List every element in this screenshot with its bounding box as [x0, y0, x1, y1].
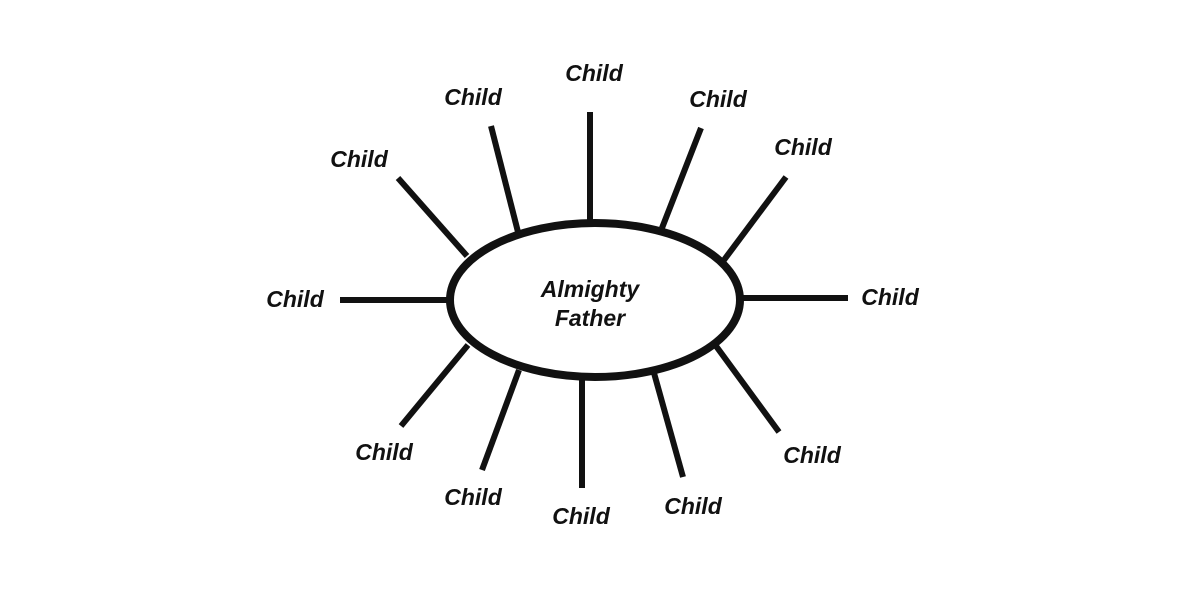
- child-label: Child: [783, 442, 841, 468]
- child-label: Child: [355, 439, 413, 465]
- center-label-line2: Father: [555, 305, 626, 331]
- spoke-bottom-right-inner: [651, 372, 686, 478]
- child-label: Child: [774, 134, 832, 160]
- child-label: Child: [552, 503, 610, 529]
- spoke-top-left-outer: [395, 176, 470, 258]
- spoke-bottom-left-outer: [398, 343, 471, 428]
- child-label: Child: [444, 484, 502, 510]
- spoke-bottom-left-inner: [479, 368, 522, 472]
- center-node: [446, 219, 744, 381]
- spoke-top-left-inner: [488, 125, 521, 233]
- child-label: Child: [330, 146, 388, 172]
- child-label: Child: [664, 493, 722, 519]
- child-label: Child: [861, 284, 919, 310]
- spoke-top-right-inner: [659, 126, 704, 230]
- spoke-top-right-outer: [721, 175, 789, 262]
- child-label: Child: [565, 60, 623, 86]
- spokes: [340, 112, 848, 488]
- spoke-bottom-right-outer: [713, 344, 782, 434]
- center-label-line1: Almighty: [540, 276, 641, 302]
- child-label: Child: [689, 86, 747, 112]
- child-label: Child: [444, 84, 502, 110]
- child-labels: Child Child Child Child Child Child Chil…: [266, 60, 919, 529]
- child-label: Child: [266, 286, 324, 312]
